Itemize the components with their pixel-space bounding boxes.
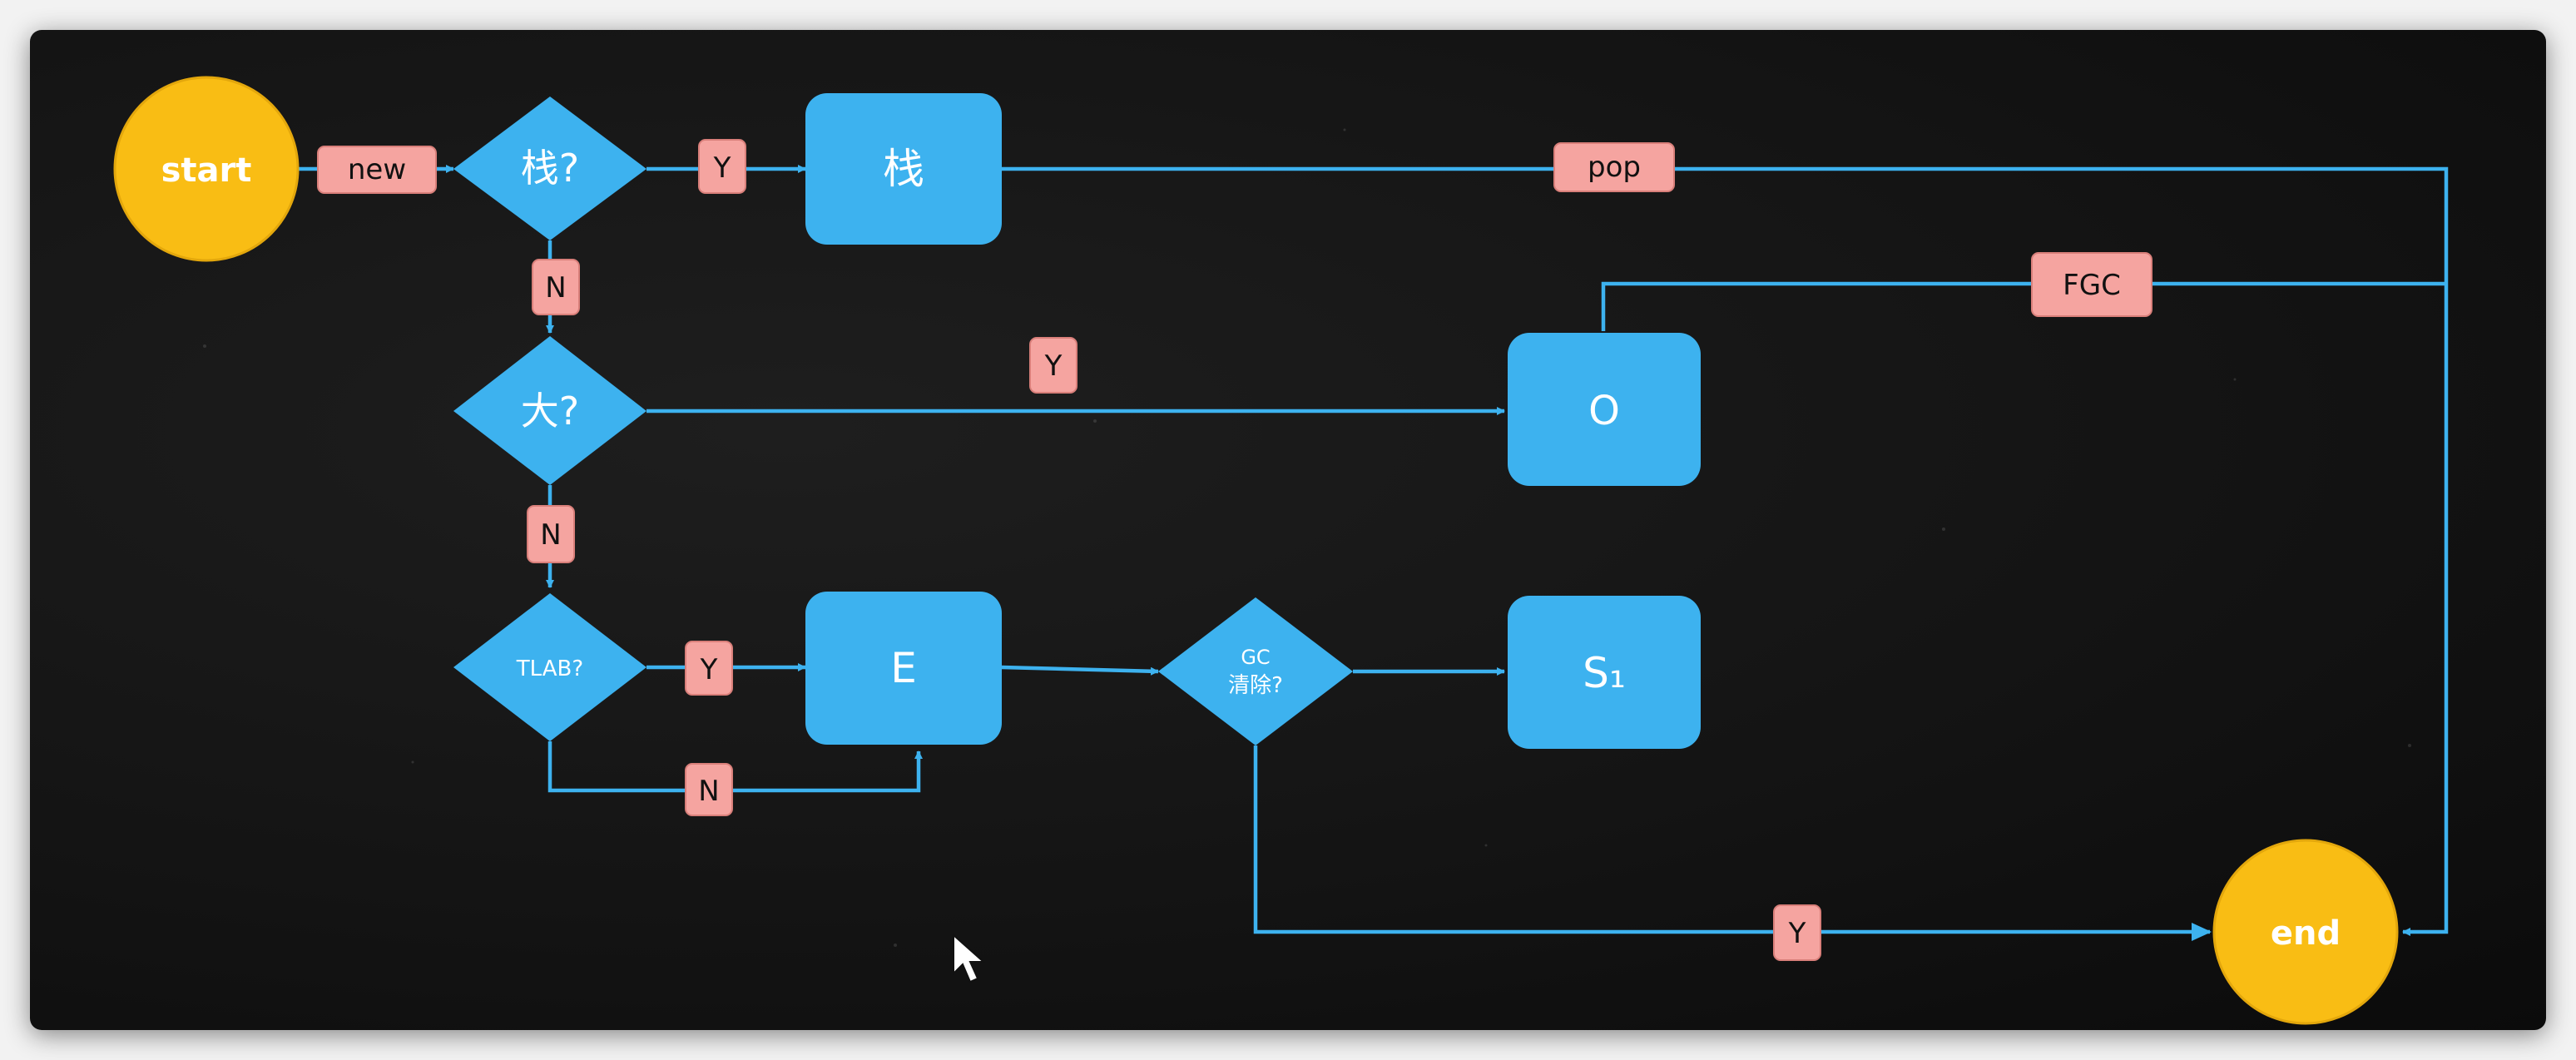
survivor-box-label: S₁ <box>1583 649 1626 697</box>
flowchart: start end 栈? 大? TLAB? GC 清除? 栈 O E <box>113 76 2449 1025</box>
edge-label-large-no: N <box>527 505 575 563</box>
edge-label-fgc: FGC <box>2031 252 2152 317</box>
edge-label-new-text: new <box>348 153 406 186</box>
gc-decision-label-line2: 清除? <box>1228 673 1283 698</box>
edge-label-tlab-yes: Y <box>685 641 733 696</box>
stack-decision: 栈? <box>453 97 646 240</box>
gc-decision: GC 清除? <box>1158 597 1353 745</box>
edge-tlab-no-to-eden <box>547 741 923 793</box>
edge-eden-to-gc-check <box>1001 665 1159 676</box>
edge-label-gc-yes-text: Y <box>1788 917 1806 950</box>
large-object-decision: 大? <box>453 336 646 485</box>
survivor-box: S₁ <box>1508 596 1701 749</box>
edge-label-tlab-no: N <box>685 763 733 816</box>
tlab-decision: TLAB? <box>453 593 646 741</box>
edge-label-large-yes-text: Y <box>1044 349 1063 383</box>
edge-label-pop: pop <box>1553 142 1675 192</box>
gc-decision-label-line1: GC <box>1241 646 1270 669</box>
edge-label-large-no-text: N <box>540 518 561 552</box>
edge-label-stack-yes-text: Y <box>713 151 731 185</box>
edge-label-large-yes: Y <box>1029 337 1077 394</box>
start-node: start <box>113 76 300 262</box>
eden-box-label: E <box>890 644 917 692</box>
chalk-texture <box>203 128 2411 947</box>
old-gen-box: O <box>1508 333 1701 486</box>
edge-label-tlab-yes-text: Y <box>700 653 718 686</box>
stack-decision-label: 栈? <box>521 146 579 191</box>
chalkboard-canvas: start end 栈? 大? TLAB? GC 清除? 栈 O E <box>30 30 2546 1030</box>
edge-label-gc-yes: Y <box>1773 904 1821 961</box>
old-gen-box-label: O <box>1588 388 1620 434</box>
tlab-decision-label: TLAB? <box>516 656 583 681</box>
end-arrowhead <box>2192 923 2212 941</box>
edge-label-pop-text: pop <box>1588 151 1641 184</box>
edge-gc-yes-to-end <box>1253 745 2210 934</box>
mouse-cursor-icon <box>953 933 986 983</box>
large-object-decision-label: 大? <box>521 389 579 433</box>
edge-label-new: new <box>317 146 437 194</box>
edge-label-stack-no: N <box>532 259 580 315</box>
edge-old-fgc <box>1601 281 2446 331</box>
edge-label-fgc-text: FGC <box>2063 269 2121 302</box>
stack-box-label: 栈 <box>883 145 924 193</box>
stack-box: 栈 <box>805 93 1002 245</box>
end-label: end <box>2271 914 2341 953</box>
start-label: start <box>161 151 252 190</box>
end-node: end <box>2212 839 2399 1025</box>
edge-label-stack-no-text: N <box>545 271 566 305</box>
edge-stack-pop-to-end <box>1002 166 2449 936</box>
eden-box: E <box>805 592 1002 745</box>
edge-label-tlab-no-text: N <box>698 775 719 808</box>
edge-label-stack-yes: Y <box>698 139 746 194</box>
